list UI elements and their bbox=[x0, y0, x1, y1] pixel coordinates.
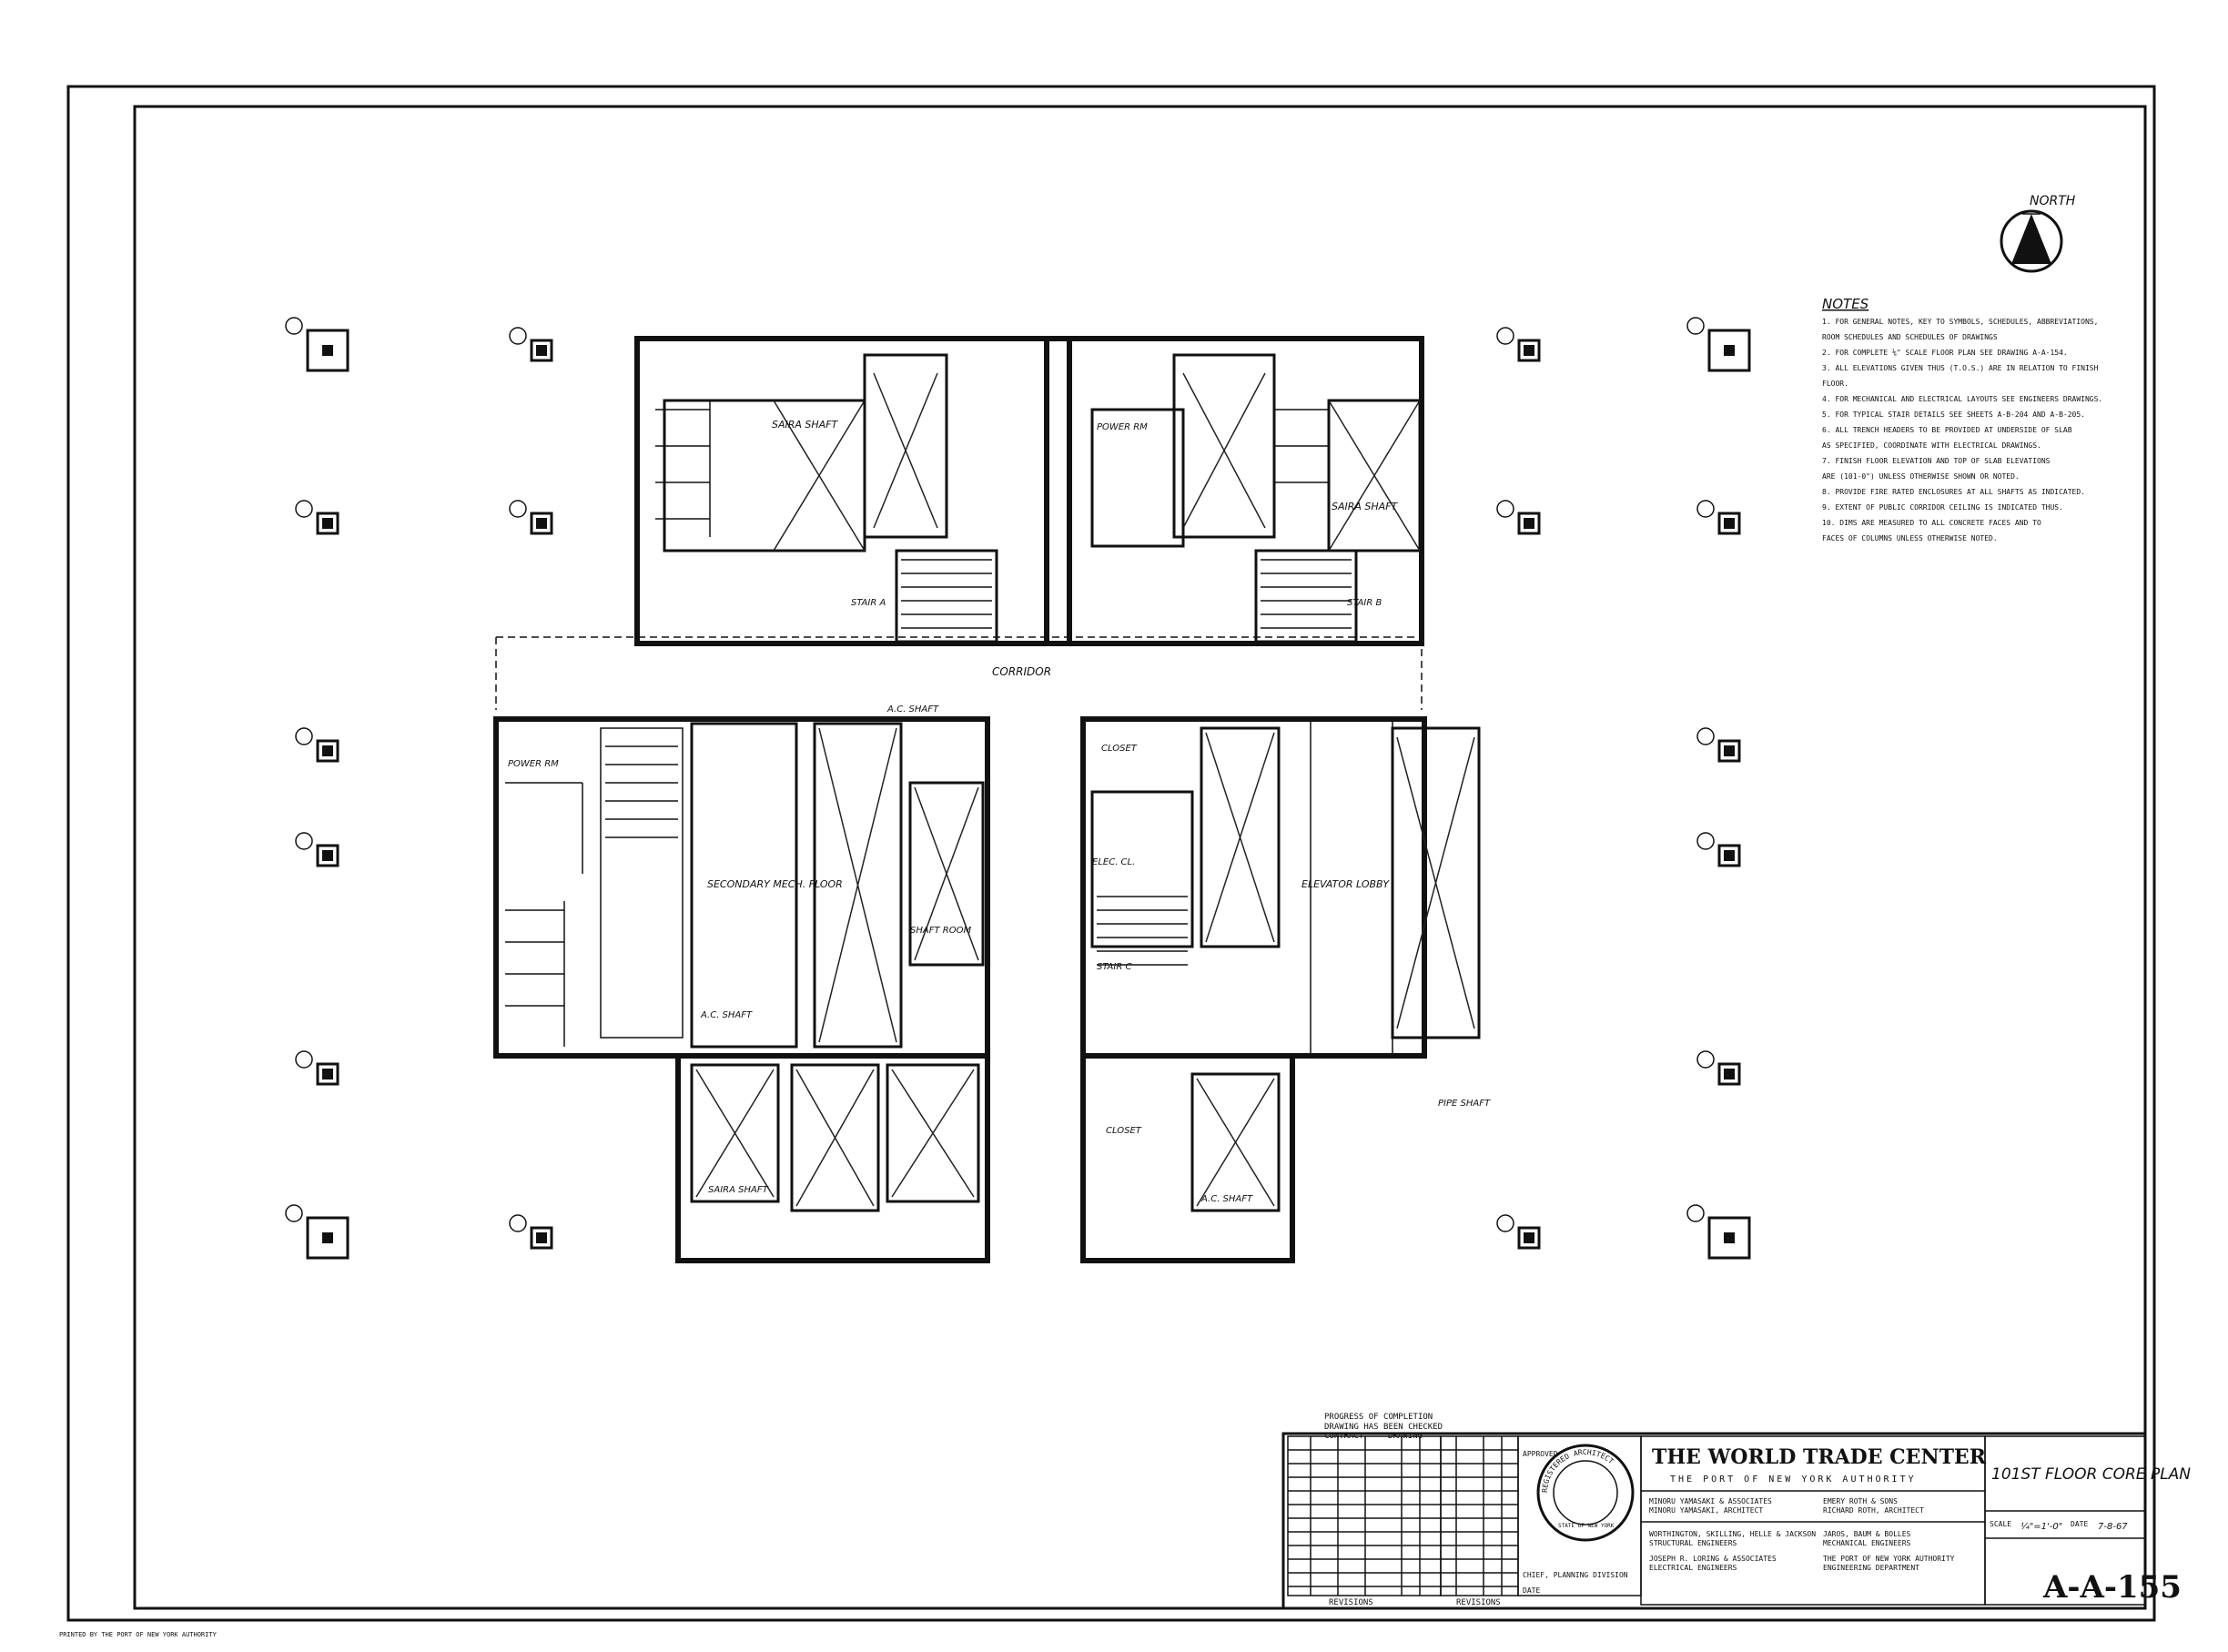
column-marker bbox=[295, 500, 339, 535]
label-stair-c: STAIR C bbox=[1097, 962, 1131, 972]
svg-text:THE PORT OF NEW YORK AUTHORITY: THE PORT OF NEW YORK AUTHORITY bbox=[1823, 1555, 1955, 1563]
column-marker bbox=[1696, 832, 1741, 867]
svg-text:EMERY ROTH & SONS: EMERY ROTH & SONS bbox=[1823, 1497, 1898, 1505]
label-pipe-shaft: PIPE SHAFT bbox=[1438, 1099, 1491, 1109]
note-line: ROOM SCHEDULES AND SCHEDULES OF DRAWINGS bbox=[1822, 333, 1998, 341]
svg-text:PROGRESS OF COMPLETION: PROGRESS OF COMPLETION bbox=[1324, 1413, 1433, 1422]
column-marker bbox=[1686, 1204, 1751, 1260]
sheet-title: 101ST FLOOR CORE PLAN bbox=[1991, 1465, 2191, 1484]
note-line: FACES OF COLUMNS UNLESS OTHERWISE NOTED. bbox=[1822, 534, 1998, 542]
notes-block: NOTES bbox=[1822, 296, 1869, 312]
label-ac-shaft-2: A.C. SHAFT bbox=[886, 704, 939, 715]
note-line: 10. DIMS ARE MEASURED TO ALL CONCRETE FA… bbox=[1822, 519, 2041, 527]
note-line: 2. FOR COMPLETE ⅛" SCALE FLOOR PLAN SEE … bbox=[1822, 349, 2068, 357]
label-power-room: POWER RM bbox=[1097, 422, 1148, 432]
north-arrow: NORTH bbox=[2000, 194, 2076, 273]
perimeter-columns bbox=[285, 317, 1751, 1260]
column-marker bbox=[509, 327, 553, 362]
label-ac-shaft-1: A.C. SHAFT bbox=[700, 1010, 753, 1020]
svg-text:NOTES: NOTES bbox=[1822, 296, 1869, 312]
note-line: 9. EXTENT OF PUBLIC CORRIDOR CEILING IS … bbox=[1822, 503, 2063, 512]
notes-list: 1. FOR GENERAL NOTES, KEY TO SYMBOLS, SC… bbox=[1822, 318, 2102, 542]
column-marker bbox=[285, 317, 349, 372]
note-line: ARE (101-0") UNLESS OTHERWISE SHOWN OR N… bbox=[1822, 472, 2020, 481]
architect-seal: REGISTERED ARCHITECT STATE OF NEW YORK bbox=[1536, 1444, 1635, 1542]
svg-text:REVISIONS: REVISIONS bbox=[1329, 1598, 1373, 1607]
column-marker bbox=[1696, 727, 1741, 763]
label-shaft-room: SHAFT ROOM bbox=[910, 926, 971, 936]
label-saira-shaft-3: SAIRA SHAFT bbox=[708, 1185, 769, 1195]
note-line: 3. ALL ELEVATIONS GIVEN THUS (T.O.S.) AR… bbox=[1822, 364, 2099, 372]
label-elevator-lobby: ELEVATOR LOBBY bbox=[1301, 878, 1390, 890]
svg-text:7-8-67: 7-8-67 bbox=[2098, 1522, 2128, 1532]
column-marker bbox=[295, 727, 339, 763]
label-closet-2: CLOSET bbox=[1106, 1126, 1142, 1136]
note-line: 8. PROVIDE FIRE RATED ENCLOSURES AT ALL … bbox=[1822, 488, 2085, 496]
svg-text:JOSEPH R. LORING & ASSOCIATES: JOSEPH R. LORING & ASSOCIATES bbox=[1649, 1555, 1777, 1563]
label-elec-closet: ELEC. CL. bbox=[1092, 857, 1135, 867]
svg-text:MECHANICAL ENGINEERS: MECHANICAL ENGINEERS bbox=[1823, 1539, 1911, 1547]
corridor: CORRIDOR bbox=[495, 636, 1423, 710]
svg-text:MINORU YAMASAKI, ARCHITECT: MINORU YAMASAKI, ARCHITECT bbox=[1649, 1506, 1763, 1515]
label-closet-1: CLOSET bbox=[1101, 744, 1138, 754]
note-line: 5. FOR TYPICAL STAIR DETAILS SEE SHEETS … bbox=[1822, 410, 2085, 419]
note-line: 1. FOR GENERAL NOTES, KEY TO SYMBOLS, SC… bbox=[1822, 318, 2098, 326]
svg-text:ELECTRICAL ENGINEERS: ELECTRICAL ENGINEERS bbox=[1649, 1564, 1737, 1572]
column-marker bbox=[295, 832, 339, 867]
drawing-number: A-A-155 bbox=[2042, 1569, 2182, 1606]
note-line: 7. FINISH FLOOR ELEVATION AND TOP OF SLA… bbox=[1822, 457, 2051, 465]
label-ac-shaft-3: A.C. SHAFT bbox=[1200, 1194, 1253, 1204]
label-power-room-lower: POWER RM bbox=[508, 759, 559, 769]
label-corridor: CORRIDOR bbox=[992, 665, 1051, 678]
label-stair-b: STAIR B bbox=[1347, 598, 1382, 608]
column-marker bbox=[509, 500, 553, 535]
svg-text:SCALE: SCALE bbox=[1990, 1520, 2011, 1528]
svg-text:ENGINEERING DEPARTMENT: ENGINEERING DEPARTMENT bbox=[1823, 1564, 1919, 1572]
column-marker bbox=[295, 1050, 339, 1086]
column-marker bbox=[1696, 1050, 1741, 1086]
upper-core-plan: SAIRA SHAFT SAIRA SHAFT STAIR A STAIR B … bbox=[634, 336, 1424, 646]
bottom-fineprint: PRINTED BY THE PORT OF NEW YORK AUTHORIT… bbox=[59, 1631, 218, 1638]
svg-text:CHIEF, PLANNING DIVISION: CHIEF, PLANNING DIVISION bbox=[1523, 1571, 1628, 1579]
svg-text:REVISIONS: REVISIONS bbox=[1456, 1598, 1501, 1607]
svg-text:THE PORT OF NEW YORK AUTHORITY: THE PORT OF NEW YORK AUTHORITY bbox=[1670, 1475, 1917, 1485]
column-marker bbox=[285, 1204, 349, 1260]
svg-text:DRAWING: DRAWING bbox=[1388, 1432, 1423, 1441]
svg-text:STRUCTURAL ENGINEERS: STRUCTURAL ENGINEERS bbox=[1649, 1539, 1737, 1547]
column-marker bbox=[1686, 317, 1751, 372]
svg-text:CONTRACT: CONTRACT bbox=[1324, 1432, 1364, 1441]
note-line: AS SPECIFIED, COORDINATE WITH ELECTRICAL… bbox=[1822, 441, 2041, 450]
label-stair-a: STAIR A bbox=[851, 598, 886, 608]
column-marker bbox=[1496, 500, 1541, 535]
svg-text:NORTH: NORTH bbox=[2030, 194, 2076, 208]
svg-text:APPROVED: APPROVED bbox=[1523, 1450, 1558, 1458]
lower-core-plan: SECONDARY MECH. FLOOR A.C. SHAFT A.C. SH… bbox=[493, 704, 1491, 1263]
label-saira-shaft-2: SAIRA SHAFT bbox=[1332, 501, 1399, 512]
svg-text:MINORU YAMASAKI & ASSOCIATES: MINORU YAMASAKI & ASSOCIATES bbox=[1649, 1497, 1772, 1505]
column-marker bbox=[509, 1214, 553, 1250]
column-marker bbox=[1696, 500, 1741, 535]
project-title: THE WORLD TRADE CENTER bbox=[1652, 1445, 1987, 1469]
svg-text:DRAWING HAS BEEN CHECKED: DRAWING HAS BEEN CHECKED bbox=[1324, 1423, 1443, 1432]
label-saira-shaft-1: SAIRA SHAFT bbox=[772, 419, 839, 431]
svg-text:WORTHINGTON, SKILLING, HELLE &: WORTHINGTON, SKILLING, HELLE & JACKSON bbox=[1649, 1530, 1816, 1538]
note-line: 4. FOR MECHANICAL AND ELECTRICAL LAYOUTS… bbox=[1822, 395, 2102, 403]
note-line: 6. ALL TRENCH HEADERS TO BE PROVIDED AT … bbox=[1822, 426, 2072, 434]
svg-text:JAROS, BAUM & BOLLES: JAROS, BAUM & BOLLES bbox=[1823, 1530, 1911, 1538]
note-line: FLOOR. bbox=[1822, 380, 1848, 388]
svg-text:STATE OF NEW YORK: STATE OF NEW YORK bbox=[1558, 1523, 1615, 1529]
svg-text:¼"=1'-0": ¼"=1'-0" bbox=[2020, 1521, 2062, 1532]
column-marker bbox=[1496, 1214, 1541, 1250]
title-block: DRAWING HAS BEEN CHECKED PROGRESS OF COM… bbox=[1281, 1413, 2191, 1610]
svg-text:RICHARD ROTH, ARCHITECT: RICHARD ROTH, ARCHITECT bbox=[1823, 1506, 1924, 1515]
svg-text:DATE: DATE bbox=[2071, 1520, 2088, 1528]
label-secondary-mech: SECONDARY MECH. FLOOR bbox=[707, 878, 843, 890]
outer-border bbox=[66, 85, 2156, 1622]
svg-text:DATE: DATE bbox=[1523, 1586, 1540, 1595]
column-marker bbox=[1496, 327, 1541, 362]
inner-border bbox=[133, 105, 2147, 1610]
